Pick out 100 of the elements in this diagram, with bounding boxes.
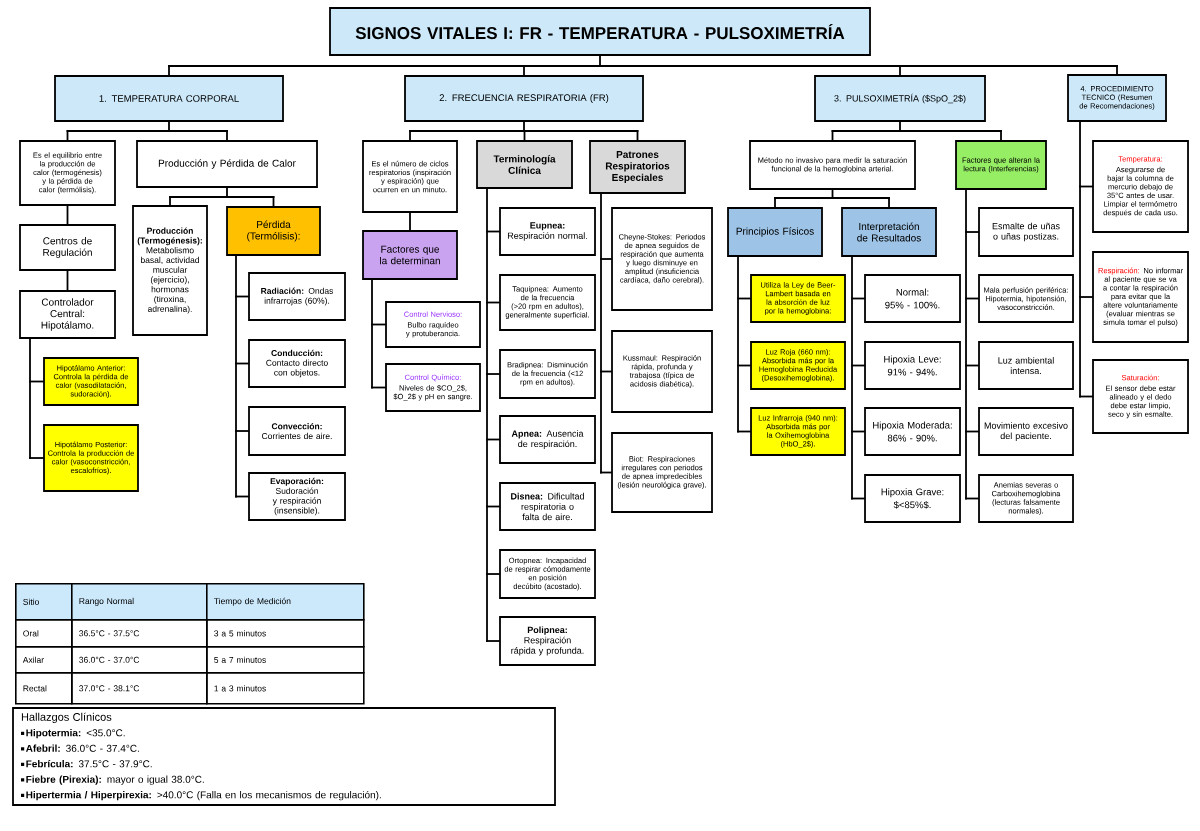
concept-box: Esmalte de uñas o uñas postizas. xyxy=(978,207,1074,257)
connector-line xyxy=(774,189,890,199)
connector-line xyxy=(409,212,411,231)
concept-box: Normal: 95% - 100%. xyxy=(864,274,961,323)
connector-line xyxy=(66,121,228,132)
connector-line xyxy=(235,255,237,498)
table-header-cell: Sitio xyxy=(15,583,73,621)
connector-line xyxy=(235,430,249,432)
connector-line xyxy=(486,438,500,441)
category-box: Terminología Clínica xyxy=(476,140,573,189)
connector-line xyxy=(831,130,834,141)
connector-line xyxy=(600,193,602,474)
connector-line xyxy=(486,573,500,575)
connector-line xyxy=(636,130,639,141)
connector-line xyxy=(737,364,751,367)
concept-box: Disnea: Dificultad respiratoria o falta de aire. xyxy=(499,482,596,531)
section-box: 2. FRECUENCIA RESPIRATORIA (FR) xyxy=(404,75,644,122)
category-box: Pérdida (Termólisis): xyxy=(226,206,321,256)
connector-line xyxy=(965,364,979,367)
table-cell: 37.0°C - 38.1°C xyxy=(71,672,208,705)
category-box: Interpretación de Resultados xyxy=(841,207,937,257)
connector-line xyxy=(831,121,1002,132)
connector-line xyxy=(486,373,500,375)
connector-line xyxy=(235,295,249,298)
connector-line xyxy=(226,130,228,141)
connector-line xyxy=(851,297,865,300)
connector-line xyxy=(486,230,500,233)
concept-box: Evaporación: Sudoración y respiración (insensible). xyxy=(248,472,346,521)
findings-box: Hallazgos Clínicos Hipotermia: <35.0°C. Afebril: 36.0°C - 37.4°C. Febrícula: 37.5°C - 37.9°C. Fiebre (Pirexia): mayor o igual 38.0°C. Hipertermia / Hiperpirexia: >40.0°C (Falla en los mecanismos de regulación). xyxy=(12,707,556,806)
connector-line xyxy=(235,495,249,498)
connector-line xyxy=(168,65,170,76)
table-cell: Oral xyxy=(15,619,73,648)
concept-box: Movimiento excesivo del paciente. xyxy=(978,407,1074,456)
connector-line xyxy=(851,364,865,367)
connector-line xyxy=(486,301,500,304)
connector-line xyxy=(737,256,739,433)
concept-box: Conducción: Contacto directo con objetos. xyxy=(248,339,346,388)
table-cell: 36.5°C - 37.5°C xyxy=(71,619,208,648)
connector-line xyxy=(1000,130,1002,141)
table-cell: 5 a 7 minutos xyxy=(206,646,365,674)
section-box: 3. PULSOXIMETRÍA ($SpO_2$) xyxy=(814,75,986,122)
connector-line xyxy=(851,497,865,500)
connector-line xyxy=(899,65,901,76)
connector-line xyxy=(965,430,979,433)
connector-line xyxy=(486,640,500,642)
connector-line xyxy=(600,370,612,373)
category-box: Patrones Respiratorios Especiales xyxy=(589,140,686,194)
connector-line xyxy=(29,338,31,459)
connector-line xyxy=(29,380,44,383)
concept-box: Luz ambiental intensa. xyxy=(978,341,1074,390)
connector-line xyxy=(774,197,776,208)
concept-box: Apnea: Ausencia de respiración. xyxy=(499,415,596,464)
connector-line xyxy=(1079,185,1093,188)
connector-line xyxy=(66,205,69,225)
connector-line xyxy=(600,258,612,260)
table-cell: Rectal xyxy=(15,672,73,705)
connector-line xyxy=(66,130,69,141)
connector-line xyxy=(169,196,171,206)
connector-line xyxy=(486,505,500,508)
connector-line xyxy=(888,197,890,208)
concept-box: Producción y Pérdida de Calor xyxy=(136,140,318,188)
connector-line xyxy=(523,65,525,76)
title-box: SIGNOS VITALES I: FR - TEMPERATURA - PULSOXIMETRÍA xyxy=(329,7,871,56)
connector-line xyxy=(371,279,373,389)
concept-box: Centros de Regulación xyxy=(19,224,116,271)
connector-line xyxy=(486,188,488,642)
connector-line xyxy=(409,121,639,132)
concept-box: Controlador Central: Hipotálamo. xyxy=(19,290,116,339)
concept-box: Radiación: Ondas infrarrojas (60%). xyxy=(248,272,346,321)
table-header-cell: Tiempo de Medición xyxy=(206,583,365,621)
connector-line xyxy=(29,457,44,459)
connector-line xyxy=(409,130,411,141)
concept-box: Hipoxia Grave: $<85%$. xyxy=(864,474,961,523)
concept-box: Polipnea: Respiración rápida y profunda. xyxy=(499,616,596,666)
table-cell: 3 a 5 minutos xyxy=(206,619,365,648)
connector-line xyxy=(371,386,386,389)
category-box: Principios Físicos xyxy=(727,207,823,257)
connector-line xyxy=(851,430,865,433)
connector-line xyxy=(965,497,979,500)
connector-line xyxy=(371,323,386,326)
connector-line xyxy=(851,256,853,500)
connector-line xyxy=(272,196,275,207)
concept-box: Hipoxia Leve: 91% - 94%. xyxy=(864,341,961,390)
connector-line xyxy=(235,362,249,365)
table-cell: Axilar xyxy=(15,646,73,674)
connector-line xyxy=(737,430,751,433)
concept-box: Hipoxia Moderada: 86% - 90%. xyxy=(864,407,961,456)
connector-line xyxy=(1116,65,1118,75)
section-box: 1. TEMPERATURA CORPORAL xyxy=(54,75,284,122)
connector-line xyxy=(965,231,979,233)
connector-line xyxy=(169,187,275,198)
connector-line xyxy=(1079,395,1093,398)
connector-line xyxy=(1079,296,1093,298)
category-box: Factores que la determinan xyxy=(362,230,458,280)
concept-box: Convección: Corrientes de aire. xyxy=(248,406,346,456)
table-cell: 1 a 3 minutos xyxy=(206,672,365,705)
connector-line xyxy=(168,55,1118,67)
connector-line xyxy=(523,130,526,141)
connector-line xyxy=(965,189,967,500)
concept-box: Producción (Termogénesis): Metabolismo basal, actividad muscular (ejercicio), hormonas (tiroxina, adrenalina). xyxy=(132,205,208,336)
